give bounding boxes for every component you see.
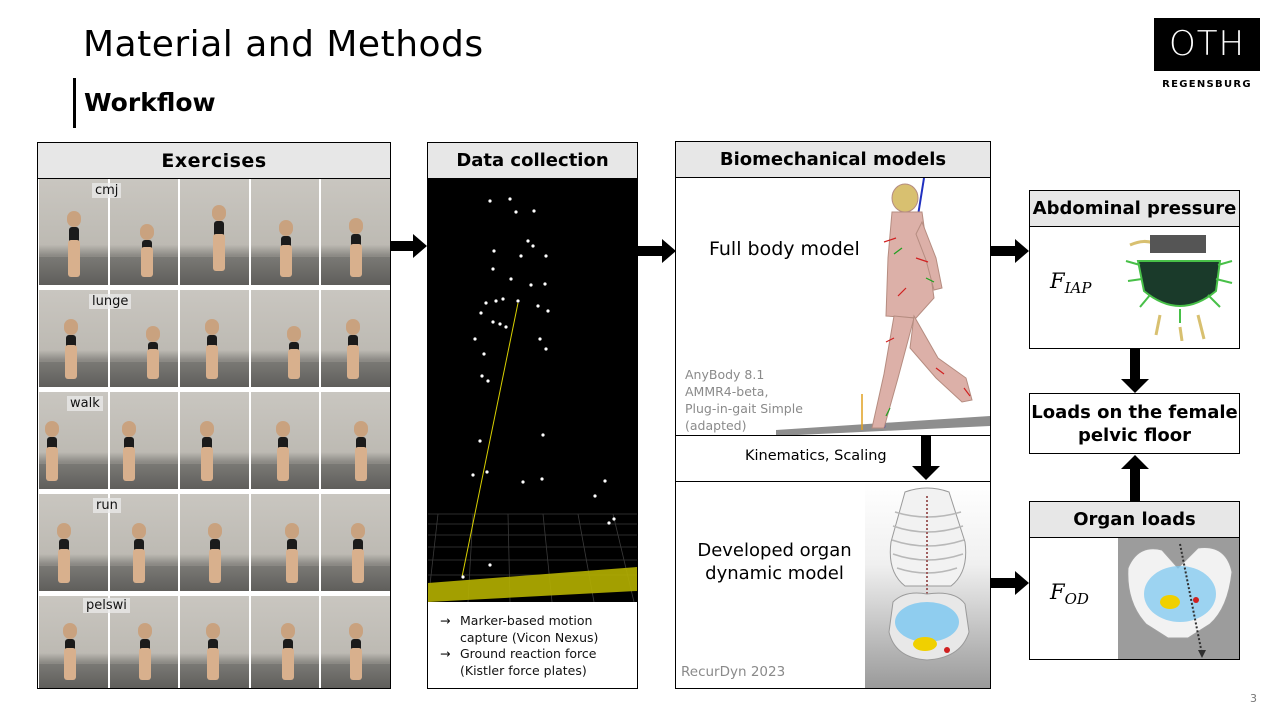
recurdyn-label: RecurDyn 2023 [681, 664, 786, 680]
oth-logo-subtitle: REGENSBURG [1162, 79, 1252, 90]
exercise-frame [250, 179, 320, 285]
organ-dynamic-model-section: Developed organ dynamic model RecurDyn 2… [676, 482, 990, 688]
anybody-software-info: AnyBody 8.1 AMMR4-beta, Plug-in-gait Sim… [685, 367, 803, 433]
organ-model-figure [888, 487, 970, 661]
exercise-frame [180, 392, 249, 489]
exercise-frame [321, 179, 390, 285]
exercise-label-walk: walk [67, 396, 103, 411]
exercises-panel: Exercises cmj lunge walk run [37, 142, 391, 689]
f-od-symbol: FOD [1050, 580, 1089, 608]
note-ground-reaction: →Ground reaction force (Kistler force pl… [440, 646, 597, 678]
exercise-row-walk: walk [39, 392, 390, 489]
exercise-label-run: run [93, 498, 121, 513]
exercise-frame [109, 494, 179, 591]
page-subtitle: Workflow [84, 88, 216, 117]
arrow-fullbody-to-organ-model-icon [912, 436, 940, 480]
note-motion-capture: →Marker-based motion capture (Vicon Nexu… [440, 613, 599, 645]
exercise-frame [109, 179, 179, 285]
pelvis-figure [1127, 543, 1233, 658]
f-iap-symbol: FIAP [1050, 269, 1092, 297]
exercise-row-cmj: cmj [39, 179, 390, 285]
arrow-exercises-to-data-icon [391, 234, 427, 258]
page-title: Material and Methods [83, 24, 484, 65]
organ-loads-image [1118, 538, 1239, 659]
exercise-label-lunge: lunge [89, 294, 132, 309]
motion-capture-markers [461, 197, 616, 579]
exercise-frame [109, 596, 179, 688]
arrow-organ-model-to-organ-loads-icon [991, 571, 1029, 595]
oth-logo: OTH [1154, 18, 1260, 71]
data-collection-title: Data collection [428, 143, 637, 179]
kinematics-scaling-label: Kinematics, Scaling [745, 448, 887, 464]
biomechanical-models-title: Biomechanical models [676, 142, 990, 178]
exercise-frame [180, 290, 249, 387]
kinematics-scaling-section: Kinematics, Scaling [676, 436, 990, 482]
exercise-row-lunge: lunge [39, 290, 390, 387]
abdominal-pressure-panel: Abdominal pressure FIAP [1029, 190, 1240, 349]
exercise-frame [250, 494, 320, 591]
motion-capture-view [428, 179, 637, 602]
full-body-model-label: Full body model [709, 238, 860, 260]
exercise-frame [180, 494, 249, 591]
exercise-frame [250, 290, 320, 387]
exercise-row-pelswi: pelswi [39, 596, 390, 688]
exercise-frame [180, 596, 249, 688]
motion-capture-scene [428, 197, 637, 602]
full-body-model-section: Full body model AnyBody 8.1 AMMR4-beta [676, 178, 990, 436]
exercise-frame [250, 392, 320, 489]
exercise-row-run: run [39, 494, 390, 591]
exercise-frame [180, 179, 249, 285]
force-plate [428, 567, 637, 602]
exercise-frame [109, 392, 179, 489]
abdominal-pressure-title: Abdominal pressure [1030, 191, 1239, 227]
female-pelvic-floor-loads-label: Loads on the female pelvic floor [1031, 401, 1238, 446]
data-collection-panel: Data collection [427, 142, 638, 689]
data-collection-notes: →Marker-based motion capture (Vicon Nexu… [440, 613, 630, 679]
exercise-frame [39, 494, 108, 591]
exercises-title: Exercises [38, 143, 390, 179]
arrow-biomech-to-abdominal-icon [991, 239, 1029, 263]
exercise-frame [250, 596, 320, 688]
exercise-label-pelswi: pelswi [83, 598, 130, 613]
arrow-organ-to-loads-icon [1121, 455, 1149, 501]
full-body-model-figure [776, 178, 990, 435]
subtitle-accent-bar [73, 78, 76, 128]
abdominal-pressure-figure [1125, 235, 1233, 341]
exercise-frame [321, 290, 390, 387]
arrow-right-icon: → [440, 613, 451, 628]
arrow-data-to-biomech-icon [638, 239, 676, 263]
arrow-right-icon: → [440, 646, 451, 661]
exercise-label-cmj: cmj [92, 183, 122, 198]
exercise-frame [321, 392, 390, 489]
exercise-frame [39, 290, 108, 387]
exercise-frame [321, 596, 390, 688]
arrow-abdominal-to-loads-icon [1121, 349, 1149, 393]
ground-reaction-force-line [461, 302, 519, 578]
organ-model-image [865, 482, 990, 688]
exercise-frame [321, 494, 390, 591]
page-number: 3 [1250, 692, 1257, 705]
organ-loads-panel: Organ loads FOD [1029, 501, 1240, 660]
organ-loads-title: Organ loads [1030, 502, 1239, 538]
biomechanical-models-panel: Biomechanical models Full body model [675, 141, 991, 689]
female-pelvic-floor-loads-box: Loads on the female pelvic floor [1029, 393, 1240, 454]
exercise-frame [39, 596, 108, 688]
organ-dynamic-model-label: Developed organ dynamic model [697, 540, 852, 584]
